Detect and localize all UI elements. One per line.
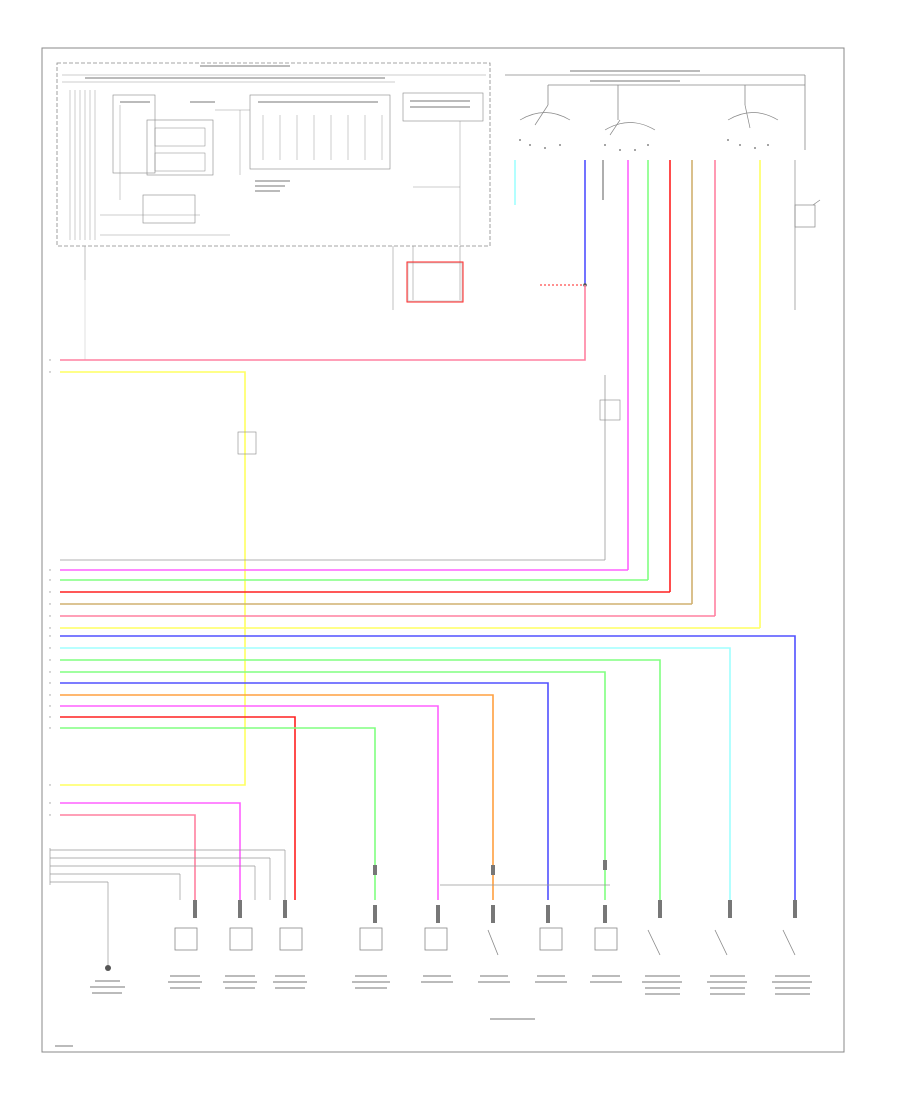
solenoid-driver-block [249, 94, 391, 170]
solenoid-7 [594, 927, 618, 951]
module-splice-box [406, 261, 464, 303]
solenoid-1 [174, 927, 198, 951]
ecu-logic-inner-2 [154, 152, 206, 172]
range-switch-contacts [519, 104, 779, 136]
sensor-input-block [402, 92, 484, 122]
control-module-outline [56, 62, 491, 247]
solenoid-5 [424, 927, 448, 951]
outer-frame [41, 47, 845, 1053]
right-sensor [794, 160, 821, 310]
module-pin-stubs [84, 246, 461, 310]
range-switch-legs [514, 160, 761, 628]
ecu-logic-block [146, 119, 214, 176]
connector-marks [193, 860, 797, 923]
control-module [56, 62, 491, 247]
wire-bus-upper [60, 355, 586, 786]
mid-sensor [599, 399, 621, 421]
ecu-logic-inner [154, 127, 206, 147]
solenoid-3 [279, 927, 303, 951]
left-pin-markers [49, 359, 51, 816]
range-switch-header [505, 74, 806, 150]
solenoid-6 [539, 927, 563, 951]
ground-block [142, 194, 196, 224]
power-supply-block [112, 94, 156, 174]
bottom-components [174, 927, 796, 956]
component-label-placeholders [55, 975, 812, 1047]
solenoid-2 [229, 927, 253, 951]
ground-bus [49, 848, 286, 965]
ground-point [105, 965, 111, 971]
sensor-4 [359, 927, 383, 951]
wire-bus-lower [60, 559, 796, 900]
inline-connector [237, 431, 257, 455]
